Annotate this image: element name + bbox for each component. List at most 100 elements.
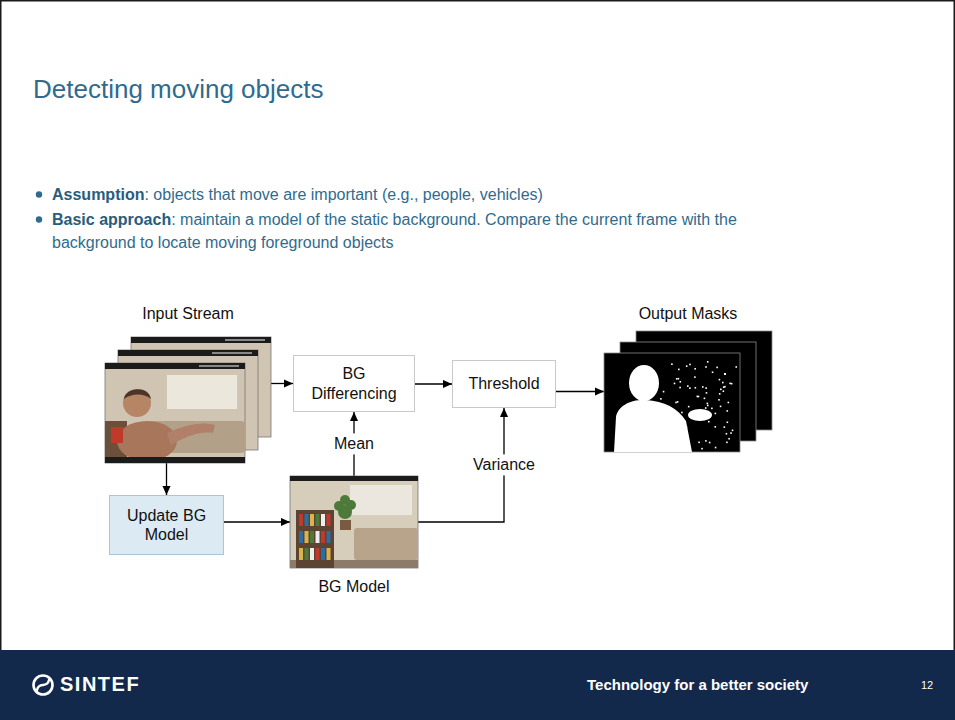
timestamp-mark	[212, 352, 252, 354]
book	[305, 531, 309, 543]
book	[321, 514, 325, 526]
noise-speck	[678, 369, 680, 371]
noise-speck	[726, 410, 728, 412]
noise-speck	[660, 398, 662, 400]
noise-speck	[679, 387, 681, 389]
noise-speck	[706, 415, 708, 417]
noise-speck	[686, 426, 688, 428]
book	[305, 548, 309, 560]
masks-illustration	[604, 331, 772, 452]
noise-speck	[726, 433, 728, 435]
foreground-head	[629, 365, 659, 401]
noise-speck	[715, 413, 717, 415]
book	[310, 531, 314, 543]
book	[327, 531, 331, 543]
timestamp-bar	[105, 363, 245, 369]
bullet-text: : objects that move are important (e.g.,…	[144, 186, 542, 203]
foreground-silhouette	[614, 400, 692, 452]
noise-speck	[690, 411, 692, 413]
bullet-item: Assumption: objects that move are import…	[52, 183, 742, 206]
noise-speck	[714, 426, 716, 428]
process-box: Update BG Model	[109, 495, 224, 555]
timestamp-mark	[199, 365, 239, 367]
noise-speck	[677, 401, 679, 403]
noise-speck	[705, 440, 707, 442]
noise-speck	[711, 408, 713, 410]
mask-frame	[604, 353, 740, 452]
noise-speck	[674, 414, 676, 416]
tagline: Technology for a better society	[587, 676, 808, 693]
flow-arrow	[224, 521, 290, 522]
noise-speck	[705, 387, 707, 389]
flow-arrow	[415, 383, 452, 384]
noise-speck	[720, 389, 722, 391]
footer-band	[0, 650, 955, 720]
book	[310, 514, 314, 526]
book	[316, 548, 320, 560]
noise-speck	[705, 366, 707, 368]
noise-speck	[676, 378, 678, 380]
person-hair	[124, 389, 151, 399]
noise-speck	[682, 429, 684, 431]
slide-title: Detecting moving objects	[33, 74, 323, 105]
noise-speck	[687, 385, 689, 387]
book	[327, 514, 331, 526]
bottom-bar	[105, 457, 245, 463]
timestamp-bar	[290, 476, 418, 481]
noise-speck	[729, 383, 731, 385]
logo-ring	[34, 676, 53, 695]
noise-speck	[716, 367, 718, 369]
noise-speck	[698, 442, 700, 444]
noise-speck	[678, 378, 680, 380]
frame-ground	[105, 363, 245, 463]
noise-speck	[708, 421, 710, 423]
bullet-dot	[36, 216, 42, 222]
noise-speck	[707, 405, 709, 407]
noise-speck	[668, 448, 670, 450]
edge-label: Variance	[469, 454, 539, 475]
bullet-lead: Basic approach	[52, 211, 171, 228]
camera-frame	[105, 363, 245, 463]
noise-speck	[684, 422, 686, 424]
noise-speck	[681, 412, 683, 414]
noise-speck	[694, 368, 696, 370]
book	[316, 531, 320, 543]
page-number: 12	[921, 679, 933, 691]
noise-speck	[720, 406, 722, 408]
noise-speck	[723, 386, 725, 388]
noise-speck	[689, 364, 691, 366]
noise-speck	[719, 379, 721, 381]
bgmodel-illustration	[290, 476, 418, 568]
noise-speck	[722, 382, 724, 384]
noise-speck	[690, 412, 692, 414]
noise-speck	[715, 447, 717, 449]
noise-speck	[670, 419, 672, 421]
image-stack: Output Masks	[604, 331, 772, 452]
person-head	[123, 389, 151, 417]
noise-speck	[686, 365, 688, 367]
flow-arrow	[271, 383, 293, 384]
noise-speck	[718, 399, 720, 401]
person-arm	[167, 423, 215, 445]
noise-speck	[719, 393, 721, 395]
noise-speck	[726, 442, 728, 444]
flow-arrow	[166, 463, 167, 495]
noise-speck	[732, 430, 734, 432]
mask-ground	[604, 353, 740, 452]
noise-speck	[712, 371, 714, 373]
bullet-dot	[36, 191, 42, 197]
process-box: Threshold	[452, 360, 556, 408]
edge-label: Mean	[330, 433, 378, 454]
noise-speck	[723, 390, 725, 392]
noise-speck	[683, 435, 685, 437]
noise-speck	[735, 366, 737, 368]
bookshelf	[296, 510, 334, 568]
noise-speck	[666, 449, 668, 451]
bullet-item: Basic approach: maintain a model of the …	[52, 208, 742, 254]
box-label: Threshold	[461, 374, 547, 393]
box-label: Update BG Model	[118, 506, 215, 544]
book	[321, 548, 325, 560]
book	[310, 548, 314, 560]
noise-speck	[695, 387, 697, 389]
